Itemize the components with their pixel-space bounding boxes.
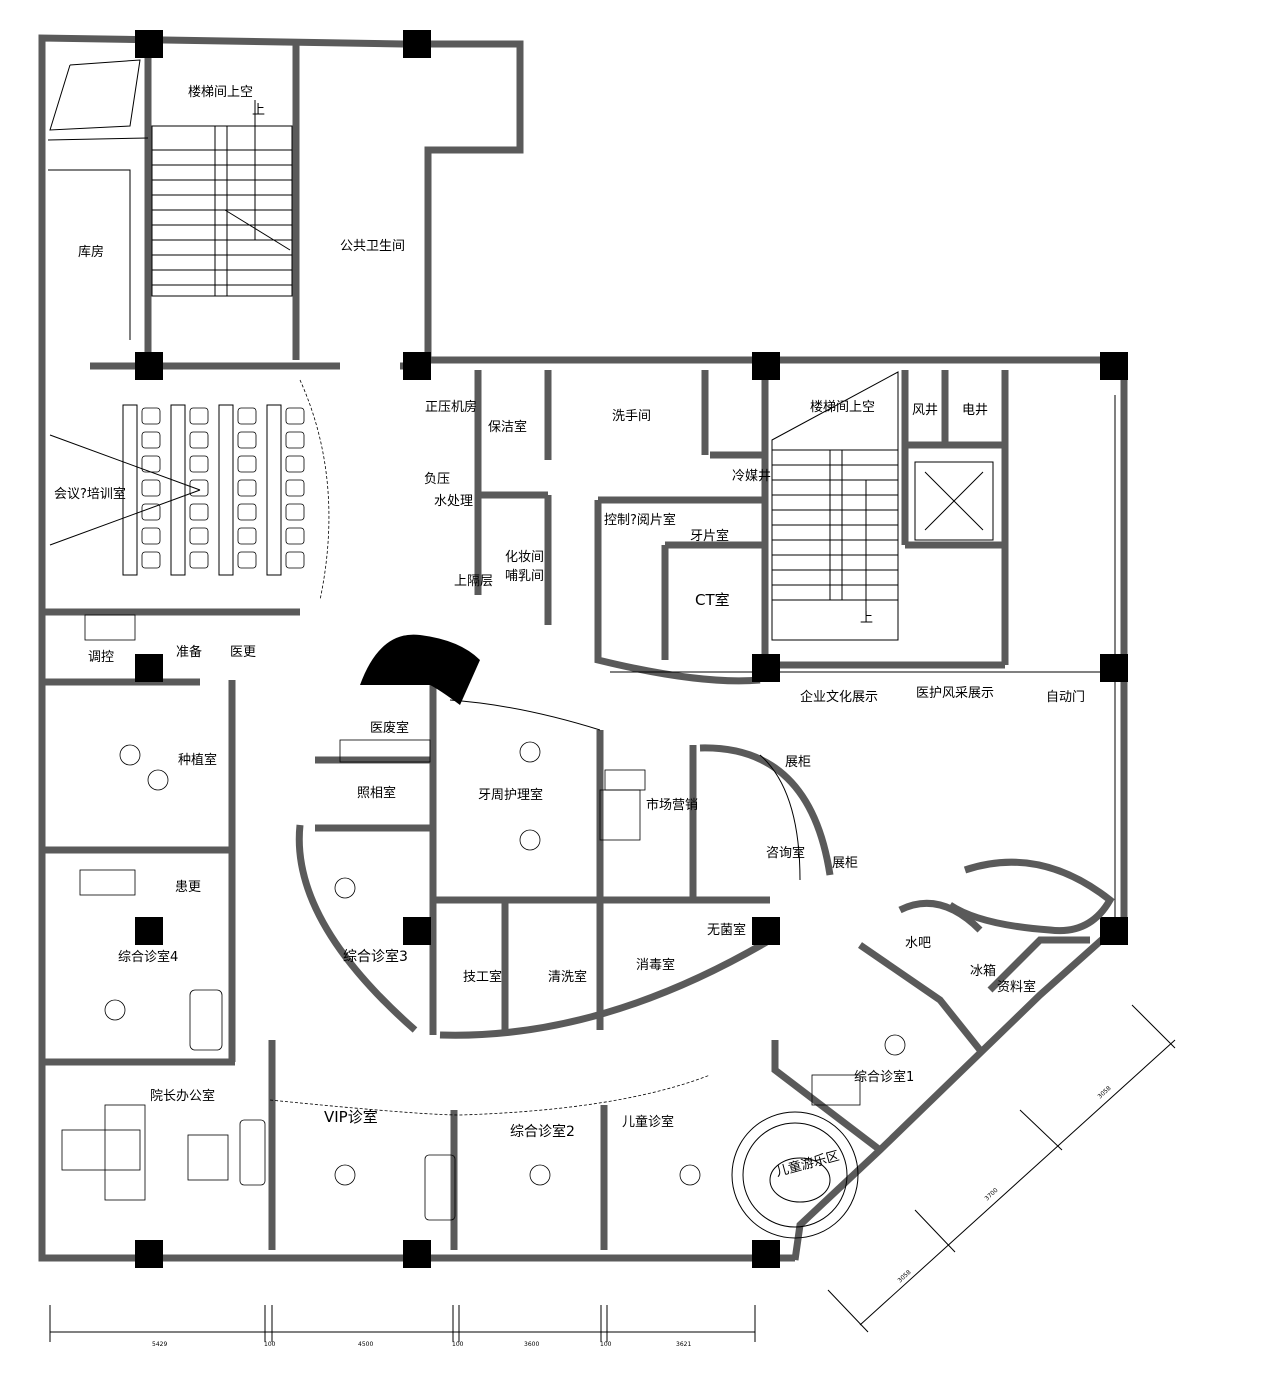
dim-bottom-7: 3621 xyxy=(676,1341,691,1348)
label-implant: 种植室 xyxy=(178,752,217,768)
label-up-2: 上 xyxy=(860,611,873,626)
label-air-shaft: 风井 xyxy=(912,403,938,418)
dim-bottom-3: 4500 xyxy=(358,1341,373,1348)
label-general-1: 综合诊室1 xyxy=(854,1069,914,1085)
label-nursing: 哺乳间 xyxy=(505,569,544,584)
label-elec-shaft: 电井 xyxy=(962,403,988,418)
label-patient-change: 患更 xyxy=(175,880,201,895)
furniture xyxy=(61,614,906,1221)
label-neg-pressure: 负压 xyxy=(424,472,450,487)
label-children: 儿童诊室 xyxy=(622,1114,674,1130)
label-changing-staff: 医更 xyxy=(230,645,256,660)
dim-bottom-2: 100 xyxy=(264,1341,276,1348)
label-washroom: 洗手间 xyxy=(612,409,651,424)
label-marketing: 市场营销 xyxy=(646,797,698,813)
diagonal-dimension: 3058 3700 3058 xyxy=(827,1004,1176,1333)
label-stair-void-2: 楼梯间上空 xyxy=(810,400,875,415)
label-public-toilet: 公共卫生间 xyxy=(340,239,405,254)
kids-play-area xyxy=(731,1111,859,1239)
stair-right xyxy=(771,371,994,641)
dim-bottom-4: 100 xyxy=(452,1341,464,1348)
label-kids-play: 儿童游乐区 xyxy=(774,1148,841,1180)
label-consult: 咨询室 xyxy=(766,845,805,861)
dim-diagonal-3: 3058 xyxy=(897,1269,913,1285)
label-training: 会议?培训室 xyxy=(54,486,126,502)
bottom-dimension: 5429 100 4500 100 3600 100 3621 xyxy=(49,1305,756,1348)
label-ct: CT室 xyxy=(695,591,730,609)
label-tech: 技工室 xyxy=(463,969,502,985)
label-water-bar: 水吧 xyxy=(905,936,931,951)
label-director: 院长办公室 xyxy=(150,1088,215,1104)
label-pressure-room: 正压机房 xyxy=(425,399,477,415)
label-general-2: 综合诊室2 xyxy=(510,1123,575,1140)
label-refrigerant-well: 冷媒井 xyxy=(732,469,771,484)
label-prepare: 准备 xyxy=(176,644,202,660)
label-general-3: 综合诊室3 xyxy=(343,948,408,965)
label-washing: 清洗室 xyxy=(548,969,587,985)
curved-partitions xyxy=(269,395,1128,1116)
label-water-treatment: 水处理 xyxy=(434,494,473,509)
exterior-walls xyxy=(38,34,1128,1262)
label-makeup: 化妆间 xyxy=(505,550,544,565)
label-auto-door: 自动门 xyxy=(1046,690,1085,705)
label-upper-partition: 上隔层 xyxy=(454,574,493,589)
dim-bottom-6: 100 xyxy=(600,1341,612,1348)
label-sterile: 无菌室 xyxy=(707,922,746,938)
dim-diagonal-2: 3700 xyxy=(984,1187,1000,1203)
label-control-reading: 控制?阅片室 xyxy=(604,512,676,528)
interior-walls xyxy=(42,59,1090,1250)
stair-top-left xyxy=(151,100,293,297)
label-cleaning: 保洁室 xyxy=(488,419,527,435)
label-medical-waste: 医废室 xyxy=(370,720,409,736)
label-photo: 照相室 xyxy=(357,785,396,801)
label-periodontal: 牙周护理室 xyxy=(478,787,543,803)
structural-columns xyxy=(135,30,1128,1268)
label-dental-film: 牙片室 xyxy=(690,528,729,544)
dim-bottom-1: 5429 xyxy=(152,1341,167,1348)
label-general-4: 综合诊室4 xyxy=(118,949,178,965)
label-fridge: 冰箱 xyxy=(970,963,996,979)
label-up-1: 上 xyxy=(252,103,265,118)
label-stair-void-1: 楼梯间上空 xyxy=(188,85,253,100)
label-vip: VIP诊室 xyxy=(324,1108,378,1126)
label-culture-display: 企业文化展示 xyxy=(800,689,878,705)
dim-bottom-5: 3600 xyxy=(524,1341,539,1348)
label-cabinet-1: 展柜 xyxy=(785,755,811,770)
label-staff-display: 医护风采展示 xyxy=(916,686,994,701)
room-labels: 楼梯间上空 上 公共卫生间 库房 会议?培训室 正压机房 保洁室 洗手间 楼梯间… xyxy=(54,85,1085,1180)
training-seating xyxy=(49,379,330,601)
label-control: 调控 xyxy=(88,650,114,665)
label-archive: 资料室 xyxy=(997,979,1036,995)
label-cabinet-2: 展柜 xyxy=(832,856,858,871)
label-disinfect: 消毒室 xyxy=(636,957,675,973)
label-storage: 库房 xyxy=(78,244,104,260)
